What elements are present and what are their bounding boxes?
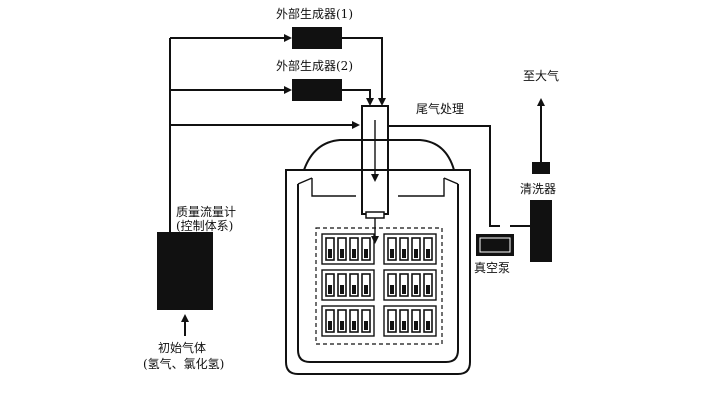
wafer-slot — [423, 309, 433, 333]
wafer-fill — [390, 249, 394, 258]
wafer-slot — [411, 273, 421, 297]
wafer-fill — [364, 321, 368, 330]
wafer-fill — [414, 249, 418, 258]
wafer-fill — [390, 321, 394, 330]
initial-gas-label-line1: 初始气体 — [158, 340, 206, 355]
exhaust-label: 尾气处理 — [416, 101, 464, 116]
wafer-slot — [387, 273, 397, 297]
wafer-fill — [426, 285, 430, 294]
wafer-fill — [402, 285, 406, 294]
wafer-fill — [364, 249, 368, 258]
wafer-slot — [361, 309, 371, 333]
wafer-fill — [340, 285, 344, 294]
wafer-slot — [325, 273, 335, 297]
wafer-slot — [387, 309, 397, 333]
wafer-slot — [411, 237, 421, 261]
wafer-fill — [390, 285, 394, 294]
wafer-slot — [349, 309, 359, 333]
generator-1-label: 外部生成器(1) — [276, 6, 353, 21]
wafer-fill — [402, 249, 406, 258]
wafer-slot — [337, 273, 347, 297]
rack-cell — [321, 305, 375, 337]
wafer-slot — [399, 237, 409, 261]
exhaust-lines — [388, 125, 530, 227]
wafer-slot — [337, 237, 347, 261]
mfc-label-line1: 质量流量计 — [176, 205, 236, 219]
wafer-slot — [349, 273, 359, 297]
wafer-fill — [352, 285, 356, 294]
wafer-racks — [321, 233, 437, 337]
injector-tube — [361, 105, 389, 244]
wafer-fill — [340, 321, 344, 330]
wafer-slot — [325, 237, 335, 261]
wafer-fill — [328, 285, 332, 294]
wafer-fill — [352, 321, 356, 330]
wafer-fill — [414, 321, 418, 330]
wafer-slot — [349, 237, 359, 261]
wafer-fill — [414, 285, 418, 294]
wafer-fill — [352, 249, 356, 258]
mass-flow-controller — [157, 232, 213, 310]
wafer-fill — [364, 285, 368, 294]
wafer-slot — [337, 309, 347, 333]
wafer-slot — [399, 273, 409, 297]
scrubber — [530, 98, 552, 262]
external-generator-2 — [292, 79, 342, 101]
external-generator-1 — [292, 27, 342, 49]
wafer-fill — [340, 249, 344, 258]
initial-gas-label-line2: (氢气、氯化氢) — [143, 356, 224, 371]
rack-cell — [383, 305, 437, 337]
wafer-fill — [328, 321, 332, 330]
atmosphere-label: 至大气 — [523, 68, 559, 83]
wafer-fill — [328, 249, 332, 258]
wafer-slot — [411, 309, 421, 333]
wafer-fill — [426, 249, 430, 258]
rack-cell — [321, 269, 375, 301]
wafer-slot — [423, 273, 433, 297]
scrubber-label: 清洗器 — [520, 182, 556, 196]
wafer-fill — [426, 321, 430, 330]
generator-2-label: 外部生成器(2) — [276, 58, 353, 73]
wafer-slot — [423, 237, 433, 261]
wafer-slot — [325, 309, 335, 333]
vacuum-pump-label: 真空泵 — [474, 261, 510, 275]
wafer-slot — [361, 237, 371, 261]
gas-supply-lines — [169, 34, 386, 232]
vacuum-pump — [476, 234, 514, 256]
wafer-slot — [387, 237, 397, 261]
reactor-vessel — [285, 139, 471, 375]
rack-cell — [383, 233, 437, 265]
wafer-slot — [399, 309, 409, 333]
wafer-slot — [361, 273, 371, 297]
mfc-label-line2: (控制体系) — [176, 219, 233, 233]
rack-cell — [321, 233, 375, 265]
wafer-fill — [402, 321, 406, 330]
rack-cell — [383, 269, 437, 301]
